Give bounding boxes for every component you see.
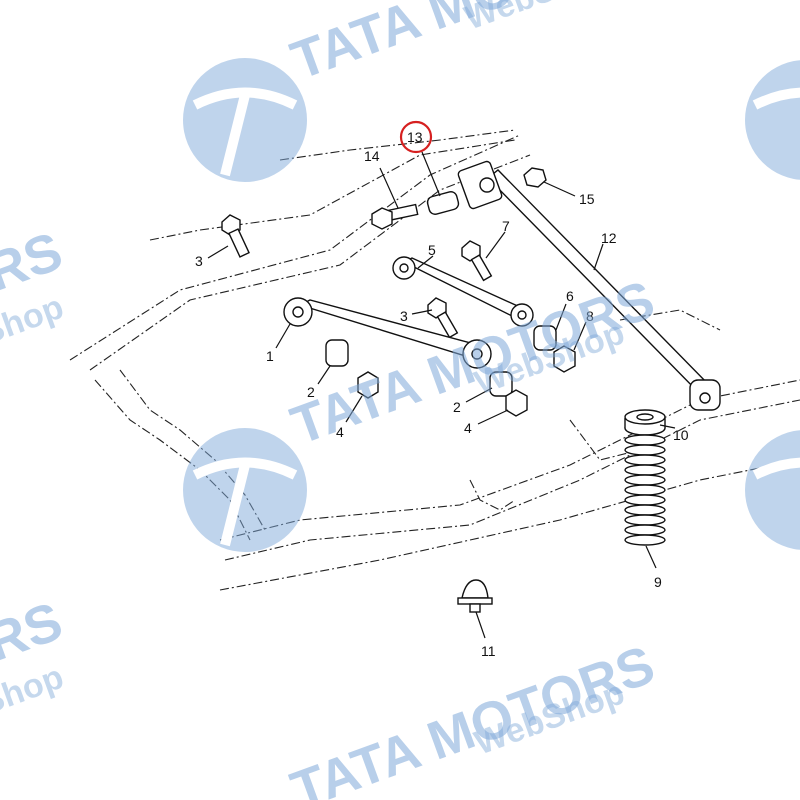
- callout-5[interactable]: 5: [428, 242, 436, 258]
- spring-coil: [624, 524, 666, 536]
- callout-9[interactable]: 9: [654, 574, 662, 590]
- watermark-sub: WebShop: [460, 0, 620, 38]
- part-2-bushing-left: [325, 339, 349, 367]
- callout-4-left[interactable]: 4: [336, 424, 344, 440]
- callout-14[interactable]: 14: [364, 148, 380, 164]
- part-9-coil-spring: [624, 434, 666, 546]
- callout-3-upper[interactable]: 3: [195, 253, 203, 269]
- highlight-circle-13: [399, 120, 433, 154]
- part-13-bushing: [426, 191, 460, 215]
- spring-coil: [624, 514, 666, 526]
- part-7-bolt: [461, 240, 493, 282]
- part-6-bushing: [533, 325, 557, 351]
- spring-coil: [624, 434, 666, 446]
- spring-coil: [624, 474, 666, 486]
- spring-coil: [624, 454, 666, 466]
- callout-8[interactable]: 8: [586, 308, 594, 324]
- callout-1[interactable]: 1: [266, 348, 274, 364]
- part-8-nut: [553, 345, 576, 373]
- part-14-bolt: [371, 203, 419, 230]
- watermark-partial-brand: RS: [0, 591, 70, 673]
- spring-coil: [624, 494, 666, 506]
- watermark-partial-brand: RS: [0, 221, 70, 303]
- part-4-nut-right: [505, 389, 528, 417]
- part-1-lower-arm: [283, 297, 492, 369]
- tata-logo-watermark: [183, 58, 307, 182]
- callout-10[interactable]: 10: [673, 427, 689, 443]
- tata-logo-watermark: [745, 430, 800, 550]
- part-3-bolt-upper-left: [221, 214, 250, 258]
- callout-13[interactable]: 13: [407, 129, 423, 145]
- spring-coil: [624, 444, 666, 456]
- spring-coil: [624, 534, 666, 546]
- part-15-nut: [523, 167, 547, 188]
- tata-logo-watermark: [745, 60, 800, 180]
- callout-7[interactable]: 7: [502, 218, 510, 234]
- spring-coil: [624, 484, 666, 496]
- callout-12[interactable]: 12: [601, 230, 617, 246]
- part-12-track-rod: [457, 160, 721, 411]
- part-4-nut-left: [357, 371, 379, 399]
- callout-11[interactable]: 11: [481, 643, 496, 659]
- callout-6[interactable]: 6: [566, 288, 574, 304]
- callout-4-right[interactable]: 4: [464, 420, 472, 436]
- part-3-bolt-center: [427, 297, 459, 339]
- callout-2-left[interactable]: 2: [307, 384, 315, 400]
- callout-15[interactable]: 15: [579, 191, 595, 207]
- part-5-upper-arm: [392, 256, 534, 327]
- leader-lines: [207, 151, 676, 639]
- spring-coil: [624, 464, 666, 476]
- tata-logo-watermark: [183, 428, 307, 552]
- spring-coil: [624, 504, 666, 516]
- part-2-bushing-right: [489, 371, 513, 397]
- part-11-bump-stop: [457, 579, 493, 613]
- callout-2-right[interactable]: 2: [453, 399, 461, 415]
- callout-3-center[interactable]: 3: [400, 308, 408, 324]
- part-10-spring-seat: [624, 409, 666, 436]
